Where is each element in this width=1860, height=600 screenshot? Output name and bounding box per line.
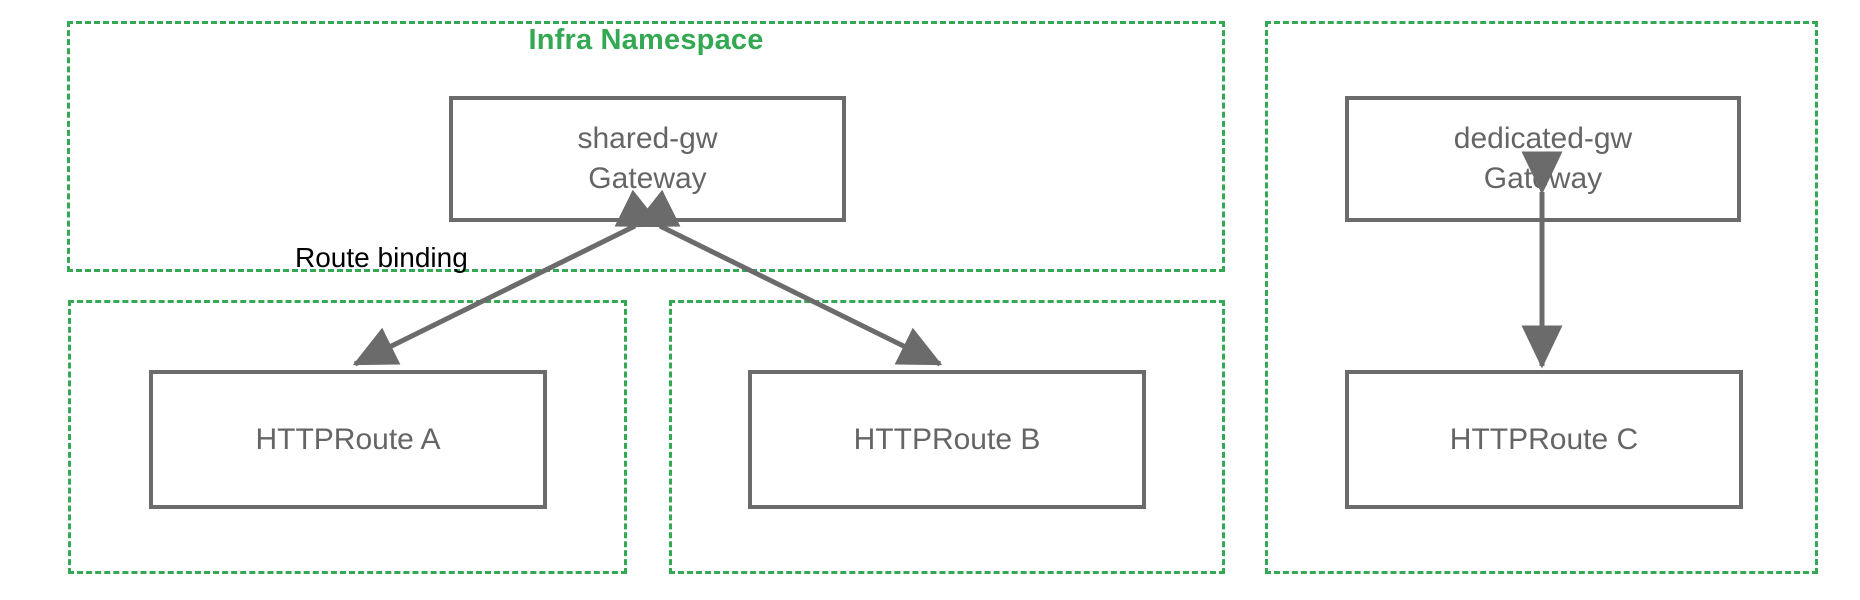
- node-httproute-c[interactable]: HTTPRoute C: [1345, 370, 1743, 509]
- edge-label-route-binding: Route binding: [295, 242, 468, 273]
- node-httproute-b[interactable]: HTTPRoute B: [748, 370, 1146, 509]
- namespace-box-b: [669, 300, 1225, 574]
- node-shared-gw-gateway-label: shared-gw Gateway: [577, 122, 718, 195]
- node-httproute-c-label: HTTPRoute C: [1449, 422, 1639, 456]
- namespace-title-infra: Infra Namespace: [528, 24, 764, 56]
- node-httproute-b-label: HTTPRoute B: [853, 422, 1041, 456]
- node-shared-gw-gateway[interactable]: shared-gw Gateway: [449, 96, 846, 222]
- namespace-box-a: [68, 300, 627, 574]
- node-dedicated-gw-gateway[interactable]: dedicated-gw Gateway: [1345, 96, 1741, 222]
- node-httproute-a-label: HTTPRoute A: [255, 422, 441, 456]
- namespace-box-c: [1265, 21, 1818, 574]
- node-dedicated-gw-gateway-label: dedicated-gw Gateway: [1453, 122, 1633, 195]
- node-httproute-a[interactable]: HTTPRoute A: [149, 370, 547, 509]
